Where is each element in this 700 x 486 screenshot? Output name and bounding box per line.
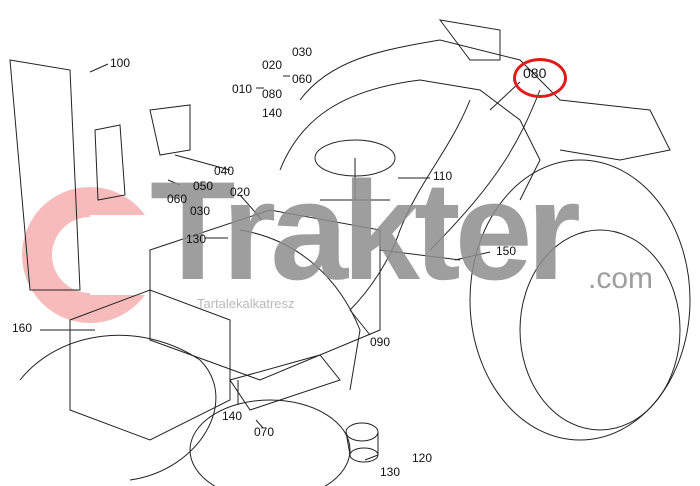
callout-090[interactable]: 090	[370, 335, 391, 349]
callout-130-bottom[interactable]: 130	[380, 465, 401, 479]
callout-020[interactable]: 020	[230, 185, 251, 199]
callout-150[interactable]: 150	[496, 244, 517, 258]
watermark-subtitle: Tartalekalkatresz	[197, 296, 295, 311]
callout-060[interactable]: 060	[167, 192, 188, 206]
callout-140-top[interactable]: 140	[262, 106, 283, 120]
highlight-circle	[513, 58, 567, 98]
callout-050[interactable]: 050	[193, 179, 214, 193]
watermark-logo-icon	[22, 187, 160, 323]
callout-120[interactable]: 120	[412, 451, 433, 465]
callout-010[interactable]: 010	[232, 82, 253, 96]
watermark-suffix: .com	[588, 262, 654, 295]
callout-060-top[interactable]: 060	[292, 72, 313, 86]
callout-040[interactable]: 040	[214, 164, 235, 178]
callout-070[interactable]: 070	[254, 425, 275, 439]
callout-140[interactable]: 140	[222, 409, 243, 423]
callout-030-top[interactable]: 030	[292, 45, 313, 59]
callout-080-top[interactable]: 080	[262, 87, 283, 101]
callout-020-top[interactable]: 020	[262, 58, 283, 72]
callout-130[interactable]: 130	[186, 232, 207, 246]
watermark-brand: Trakter	[150, 152, 581, 309]
callout-100[interactable]: 100	[110, 56, 131, 70]
callout-160[interactable]: 160	[12, 321, 33, 335]
callout-110[interactable]: 110	[433, 169, 453, 183]
callout-030[interactable]: 030	[190, 204, 211, 218]
callout-080-highlighted[interactable]: 080	[523, 65, 547, 81]
